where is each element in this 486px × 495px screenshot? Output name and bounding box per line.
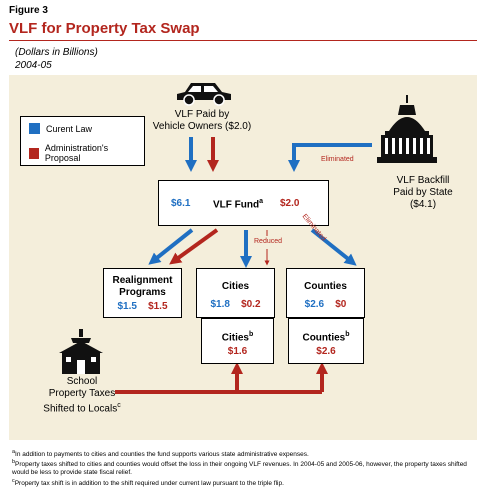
footnote-a-text: In addition to payments to cities and co… bbox=[15, 451, 309, 459]
subtitle: (Dollars in Billions) 2004-05 bbox=[15, 46, 98, 72]
schoolhouse-icon bbox=[59, 329, 103, 374]
reduced-label: Reduced bbox=[254, 238, 283, 245]
school-line2: Property Taxes bbox=[48, 388, 116, 399]
fund-name-text: VLF Fund bbox=[213, 199, 260, 211]
counties-b-footnote-mark: b bbox=[345, 331, 350, 338]
realignment-line1: Realignment bbox=[112, 275, 173, 286]
cities-b-value: $1.6 bbox=[227, 346, 248, 358]
fund-footnote-mark: a bbox=[259, 198, 264, 205]
school-line3: Shifted to Localsc bbox=[28, 400, 136, 415]
cities-b-name: Citiesb bbox=[202, 329, 273, 344]
school-label: School Property Taxes Shifted to Localsc bbox=[28, 376, 136, 415]
cities-name: Cities bbox=[221, 281, 250, 292]
school-line1: School bbox=[66, 376, 98, 387]
arrow-backfill-to-fund bbox=[288, 143, 372, 172]
cities-values: $1.8 $0.2 bbox=[197, 299, 274, 311]
realignment-current-value: $1.5 bbox=[117, 301, 137, 312]
legend-swatch-red bbox=[29, 147, 39, 159]
capitol-icon bbox=[377, 95, 437, 163]
subtitle-units: (Dollars in Billions) bbox=[15, 47, 98, 58]
cities-b-footnote-mark: b bbox=[248, 331, 254, 338]
legend-label-current-law: Curent Law bbox=[46, 123, 93, 134]
realignment-values: $1.5 $1.5 bbox=[104, 301, 181, 313]
footnote-a: aIn addition to payments to cities and c… bbox=[12, 448, 478, 459]
arrow-fund-to-counties-current bbox=[310, 228, 357, 266]
cities-b-name-text: Cities bbox=[221, 332, 249, 344]
backfill-line2: Paid by State bbox=[393, 187, 453, 198]
realignment-box: Realignment Programs $1.5 $1.5 bbox=[103, 268, 182, 318]
arrow-fund-to-realignment-current bbox=[148, 228, 194, 265]
counties-box: Counties $2.6 $0 bbox=[286, 268, 365, 318]
arrow-fund-to-realignment-proposal bbox=[169, 228, 219, 265]
counties-b-name-text: Counties bbox=[302, 332, 346, 344]
cities-current-value: $1.8 bbox=[210, 299, 230, 310]
cities-proposal-value: $0.2 bbox=[241, 299, 261, 310]
legend-item-current-law: Curent Law bbox=[29, 123, 136, 134]
counties-b-value: $2.6 bbox=[316, 346, 336, 358]
backfill-label: VLF Backfill Paid by State ($4.1) bbox=[375, 175, 471, 211]
counties-proposal-value: $0 bbox=[335, 299, 347, 310]
counties-current-value: $2.6 bbox=[304, 299, 325, 310]
footnote-b-mark: b bbox=[12, 459, 16, 465]
figure-label: Figure 3 bbox=[9, 5, 48, 16]
cities-property-tax-box: Citiesb $1.6 bbox=[201, 318, 274, 364]
legend: Curent Law Administration's Proposal bbox=[20, 116, 145, 166]
vehicle-owners-line1: VLF Paid by bbox=[174, 109, 230, 120]
legend-item-proposal: Administration's Proposal bbox=[29, 143, 136, 163]
school-line3-text: Shifted to Locals bbox=[43, 403, 118, 415]
car-icon bbox=[177, 83, 231, 106]
footnote-c-text: Property tax shift is in addition to the… bbox=[14, 480, 284, 488]
subtitle-year: 2004-05 bbox=[15, 60, 52, 71]
counties-values: $2.6 $0 bbox=[287, 299, 364, 311]
counties-name: Counties bbox=[304, 281, 347, 292]
counties-property-tax-box: Countiesb $2.6 bbox=[288, 318, 364, 364]
school-footnote-mark: c bbox=[117, 402, 121, 409]
footnote-a-mark: a bbox=[12, 449, 16, 455]
fund-name: VLF Funda bbox=[213, 198, 263, 210]
cities-box: Cities $1.8 $0.2 bbox=[196, 268, 275, 318]
footnote-b-text: Property taxes shifted to cities and cou… bbox=[12, 461, 467, 477]
realignment-line2: Programs bbox=[119, 287, 166, 298]
legend-label-proposal: Administration's Proposal bbox=[44, 143, 109, 163]
footnote-c: cProperty tax shift is in addition to th… bbox=[12, 477, 478, 488]
vehicle-owners-label: VLF Paid by Vehicle Owners ($2.0) bbox=[138, 109, 266, 133]
backfill-line1: VLF Backfill bbox=[396, 175, 450, 186]
counties-b-name: Countiesb bbox=[289, 329, 363, 344]
footnote-b: bProperty taxes shifted to cities and co… bbox=[12, 458, 478, 477]
vehicle-owners-line2: Vehicle Owners ($2.0) bbox=[152, 121, 252, 132]
fund-current-value: $6.1 bbox=[171, 198, 191, 209]
eliminated-backfill-label: Eliminated bbox=[321, 156, 354, 163]
vlf-fund-box: $6.1 VLF Funda $2.0 bbox=[158, 180, 329, 226]
title-rule bbox=[9, 40, 477, 41]
realignment-proposal-value: $1.5 bbox=[148, 301, 168, 312]
fund-proposal-value: $2.0 bbox=[280, 198, 300, 209]
figure-title: VLF for Property Tax Swap bbox=[9, 20, 200, 37]
backfill-line3: ($4.1) bbox=[409, 199, 437, 210]
legend-swatch-blue bbox=[29, 123, 40, 134]
footnote-c-mark: c bbox=[12, 478, 15, 484]
